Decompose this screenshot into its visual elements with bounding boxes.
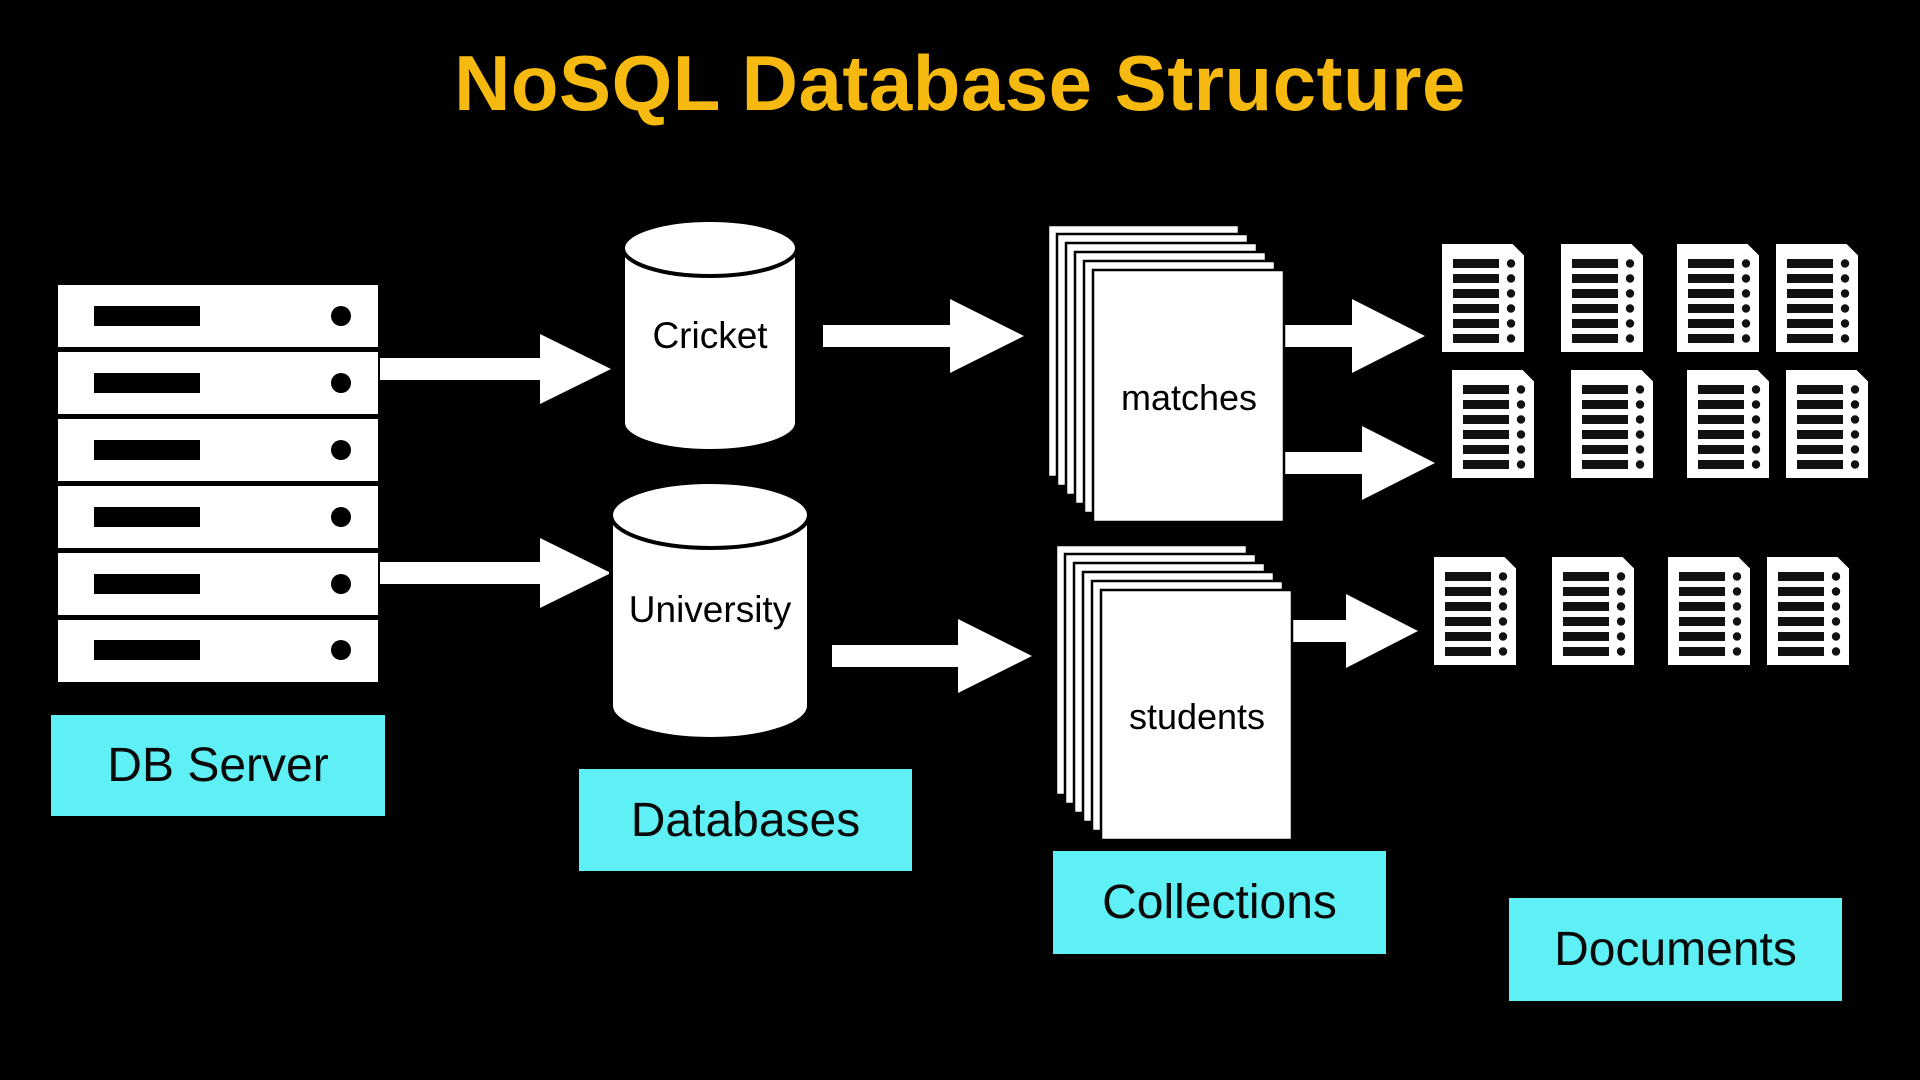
document-icon	[1550, 555, 1636, 667]
document-icon	[1559, 242, 1645, 354]
documents-matches-group	[1440, 242, 1870, 480]
database-university-icon: University	[609, 480, 811, 741]
arrow-matches-to-docs-top	[1283, 299, 1425, 373]
caption-documents: Documents	[1509, 898, 1842, 1001]
document-icon	[1774, 242, 1860, 354]
arrows	[380, 299, 1435, 693]
arrow-matches-to-docs-bottom	[1283, 426, 1435, 500]
collection-label-students: students	[1129, 696, 1265, 737]
document-icon	[1432, 555, 1518, 667]
diagram-title: NoSQL Database Structure	[454, 39, 1466, 127]
collection-students-icon	[1054, 543, 1294, 842]
arrow-server-to-cricket	[380, 334, 611, 404]
caption-collections: Collections	[1053, 851, 1386, 954]
arrow-university-to-students	[832, 619, 1032, 693]
arrow-cricket-to-matches	[823, 299, 1024, 373]
document-icon	[1440, 242, 1526, 354]
arrow-server-to-university	[380, 538, 611, 608]
database-label-university: University	[629, 589, 792, 630]
arrow-students-to-docs	[1292, 594, 1418, 668]
document-icon	[1784, 368, 1870, 480]
document-icon	[1675, 242, 1761, 354]
documents-students-group	[1432, 555, 1851, 667]
caption-db-server: DB Server	[51, 715, 385, 816]
database-label-cricket: Cricket	[652, 315, 768, 356]
collection-matches-icon	[1046, 223, 1286, 524]
database-cricket-icon: Cricket	[621, 218, 799, 453]
collection-label-matches: matches	[1121, 377, 1257, 418]
document-icon	[1685, 368, 1771, 480]
document-icon	[1450, 368, 1536, 480]
document-icon	[1569, 368, 1655, 480]
collection-page-front	[1091, 268, 1286, 524]
collection-page-front	[1099, 588, 1294, 842]
document-icon	[1765, 555, 1851, 667]
document-icon	[1666, 555, 1752, 667]
db-server-icon	[58, 285, 378, 682]
caption-databases: Databases	[579, 769, 912, 871]
